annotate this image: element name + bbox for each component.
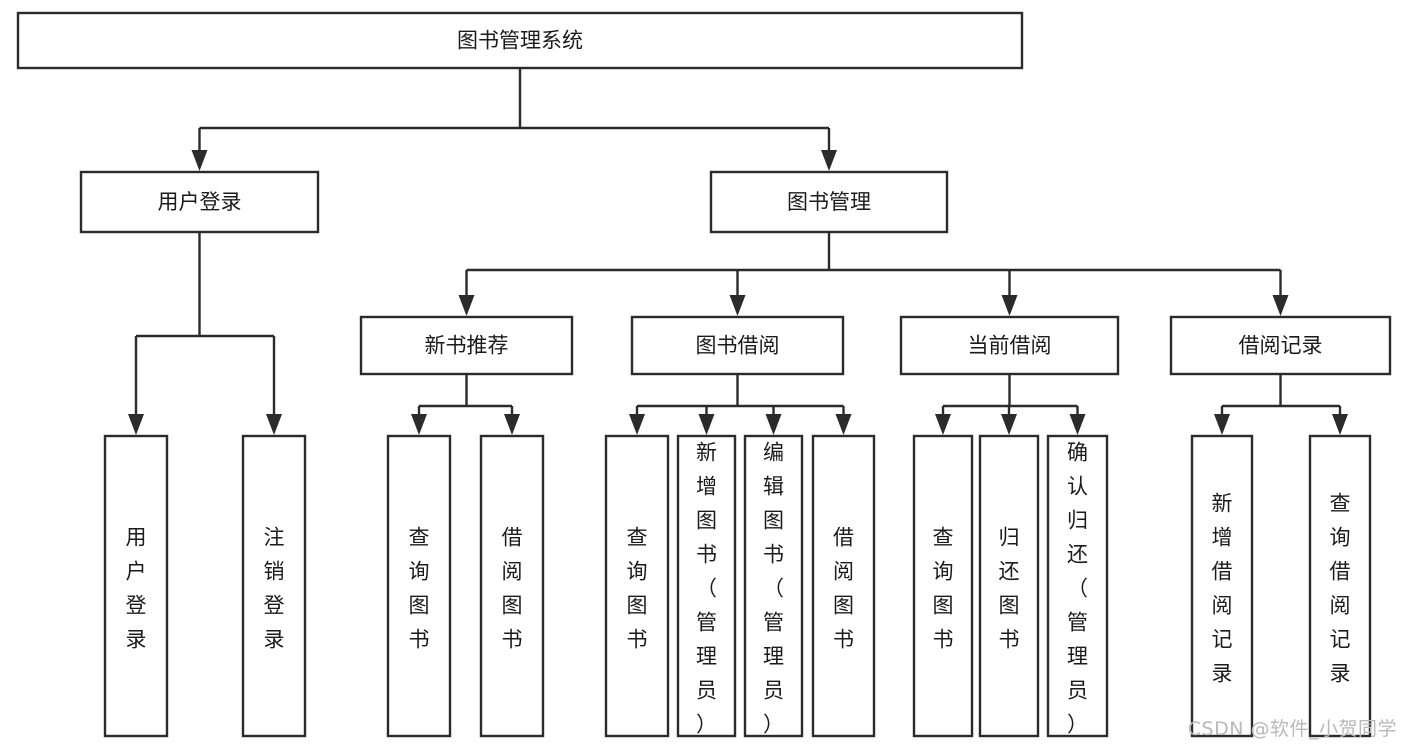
node-box bbox=[743, 434, 804, 738]
node-l3_0[interactable]: 用户登录 bbox=[103, 434, 169, 738]
node-l3_7[interactable]: 借阅图书 bbox=[811, 434, 876, 738]
node-label: 新书推荐 bbox=[425, 334, 509, 358]
node-label: 查询借阅记录 bbox=[1330, 492, 1351, 686]
arrow-head-icon bbox=[1069, 414, 1086, 435]
node-box bbox=[630, 315, 845, 376]
node-l3_4[interactable]: 查询图书 bbox=[604, 434, 670, 738]
node-box bbox=[16, 11, 1024, 70]
node-l3_2[interactable]: 查询图书 bbox=[386, 434, 452, 738]
node-l2_1[interactable]: 图书借阅 bbox=[630, 315, 845, 376]
node-box bbox=[479, 434, 545, 738]
node-box bbox=[1046, 434, 1109, 738]
node-label: 新增借阅记录 bbox=[1212, 492, 1233, 686]
node-box bbox=[241, 434, 307, 738]
node-label: 借阅记录 bbox=[1239, 334, 1323, 358]
arrow-head-icon bbox=[765, 414, 782, 435]
node-l3_8[interactable]: 查询图书 bbox=[912, 434, 974, 738]
node-l3_3[interactable]: 借阅图书 bbox=[479, 434, 545, 738]
node-label: 图书管理 bbox=[787, 190, 871, 214]
arrow-head-icon bbox=[835, 414, 852, 435]
node-label: 归还图书 bbox=[999, 526, 1020, 652]
node-l2_0[interactable]: 新书推荐 bbox=[359, 315, 574, 376]
node-box bbox=[676, 434, 737, 738]
node-l3_1[interactable]: 注销登录 bbox=[241, 434, 307, 738]
node-label: 用户登录 bbox=[158, 190, 242, 214]
node-box bbox=[1169, 315, 1392, 376]
arrow-head-icon bbox=[128, 414, 144, 435]
node-label: 借阅图书 bbox=[833, 526, 854, 652]
node-label: 查询图书 bbox=[933, 526, 954, 652]
connector-layer bbox=[128, 68, 1348, 435]
node-label: 查询图书 bbox=[627, 526, 648, 652]
arrow-head-icon bbox=[458, 295, 475, 316]
node-box bbox=[709, 170, 949, 234]
node-label: 新增图书（管理员） bbox=[696, 441, 717, 737]
arrow-head-icon bbox=[1001, 295, 1018, 316]
node-box bbox=[1308, 434, 1372, 738]
node-box bbox=[912, 434, 974, 738]
node-box bbox=[604, 434, 670, 738]
arrow-head-icon bbox=[266, 414, 282, 435]
node-label: 编辑图书（管理员） bbox=[763, 441, 784, 737]
arrow-head-icon bbox=[191, 150, 208, 171]
arrow-head-icon bbox=[698, 414, 715, 435]
arrow-head-icon bbox=[935, 414, 951, 435]
arrow-head-icon bbox=[629, 414, 645, 435]
arrow-head-icon bbox=[1214, 414, 1230, 435]
node-label: 图书管理系统 bbox=[457, 29, 583, 53]
node-l3_11[interactable]: 新增借阅记录 bbox=[1190, 434, 1254, 738]
node-label: 确认归还（管理员） bbox=[1067, 441, 1088, 737]
arrow-head-icon bbox=[729, 295, 746, 316]
node-root[interactable]: 图书管理系统 bbox=[16, 11, 1024, 70]
node-label: 用户登录 bbox=[126, 526, 147, 652]
node-l2_2[interactable]: 当前借阅 bbox=[899, 315, 1120, 376]
node-label: 查询图书 bbox=[409, 526, 430, 652]
node-box bbox=[1190, 434, 1254, 738]
node-box bbox=[978, 434, 1040, 738]
node-box bbox=[899, 315, 1120, 376]
arrow-head-icon bbox=[504, 414, 520, 435]
node-layer: 图书管理系统用户登录图书管理新书推荐图书借阅当前借阅借阅记录用户登录注销登录查询… bbox=[16, 11, 1392, 738]
node-l3_10[interactable]: 确认归还（管理员） bbox=[1046, 434, 1109, 738]
node-box bbox=[79, 170, 320, 234]
node-label: 图书借阅 bbox=[696, 334, 780, 358]
node-l3_5[interactable]: 新增图书（管理员） bbox=[676, 434, 737, 738]
node-box bbox=[386, 434, 452, 738]
arrow-head-icon bbox=[1272, 295, 1289, 316]
node-box bbox=[103, 434, 169, 738]
node-box bbox=[359, 315, 574, 376]
node-label: 注销登录 bbox=[264, 526, 285, 652]
node-l3_12[interactable]: 查询借阅记录 bbox=[1308, 434, 1372, 738]
node-l2_3[interactable]: 借阅记录 bbox=[1169, 315, 1392, 376]
node-l1_0[interactable]: 用户登录 bbox=[79, 170, 320, 234]
node-l3_9[interactable]: 归还图书 bbox=[978, 434, 1040, 738]
arrow-head-icon bbox=[1332, 414, 1348, 435]
node-l3_6[interactable]: 编辑图书（管理员） bbox=[743, 434, 804, 738]
node-box bbox=[811, 434, 876, 738]
arrow-head-icon bbox=[411, 414, 427, 435]
node-l1_1[interactable]: 图书管理 bbox=[709, 170, 949, 234]
arrow-head-icon bbox=[1001, 414, 1017, 435]
arrow-head-icon bbox=[821, 150, 837, 171]
node-label: 借阅图书 bbox=[502, 526, 523, 652]
node-label: 当前借阅 bbox=[968, 334, 1052, 358]
